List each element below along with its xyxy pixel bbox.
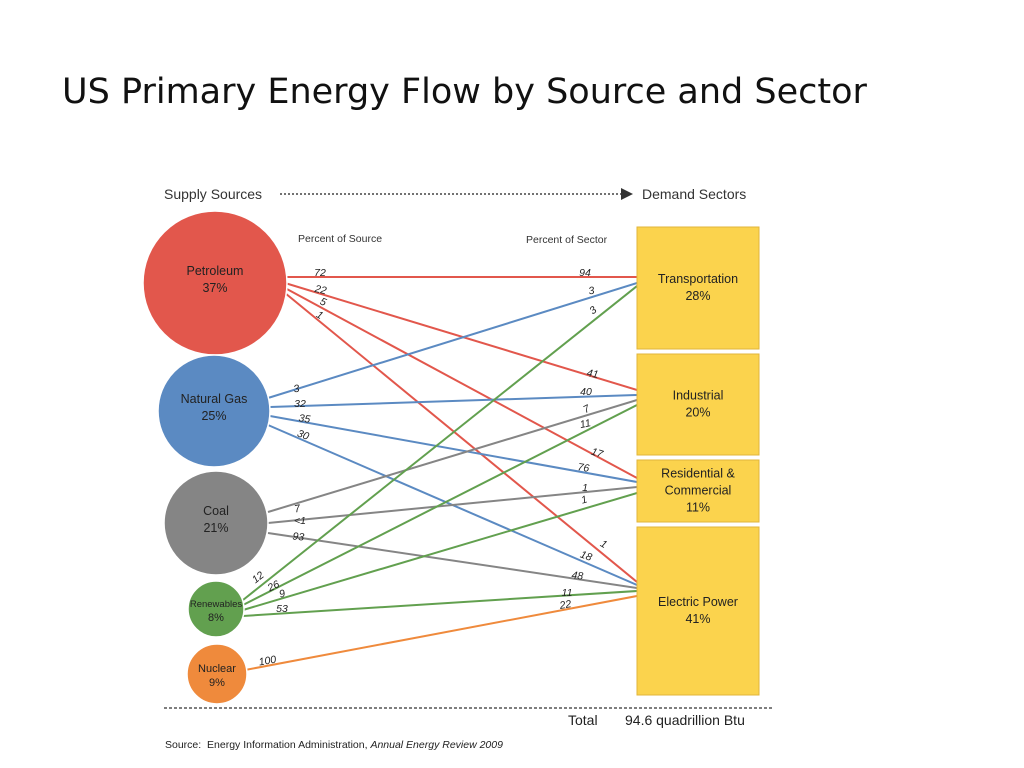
percent-of-source-label: Percent of Source [298,233,382,245]
source-circle-natural-gas [157,354,271,468]
flow-source-label-coal-to-electric-power: 93 [292,530,305,543]
flow-sector-label-renewables-to-industrial: 7 [581,402,593,416]
demand-sectors: Transportation 28% Industrial 20% Residentia… [636,226,760,696]
flow-sector-label-coal-to-electric-power: 48 [571,569,584,582]
source-circle-renewables [187,580,245,638]
flow-source-label-natural-gas-to-industrial: 32 [294,398,306,410]
flow-line-petroleum-to-industrial [284,282,638,391]
source-name-nuclear: Nuclear [198,663,236,675]
source-share-petroleum: 37% [202,281,227,295]
flow-source-label-renewables-to-electric-power: 53 [276,603,288,615]
sector-share-transportation: 28% [685,289,710,303]
total-value: 94.6 quadrillion Btu [625,712,745,728]
source-name-petroleum: Petroleum [187,264,244,278]
sector-name-electric-power: Electric Power [658,595,738,609]
flow-source-label-petroleum-to-electric-power: 1 [314,309,325,322]
sector-share-electric-power: 41% [685,612,710,626]
flow-source-label-natural-gas-to-electric-power: 30 [295,428,310,443]
flow-sector-label-natural-gas-to-industrial: 40 [580,386,592,398]
sector-name-transportation: Transportation [658,272,738,286]
flow-line-natural-gas-to-residential-commercial [269,415,638,483]
flow-sector-label-coal-to-industrial: 11 [579,417,592,431]
flow-sector-label-renewables-to-transportation: 3 [587,304,599,317]
flow-source-label-petroleum-to-industrial: 22 [313,283,328,297]
source-share-natural-gas: 25% [201,409,226,423]
flow-line-renewables-to-transportation [242,285,638,601]
supply-sources-heading: Supply Sources [164,186,262,202]
flow-sector-label-coal-to-residential-commercial: 1 [582,482,588,494]
flow-line-nuclear-to-electric-power [244,595,638,671]
slide-title: US Primary Energy Flow by Source and Sec… [62,72,867,112]
sector-name-residential-commercial: Residential & [661,467,735,481]
source-circle-coal [163,470,269,576]
flow-source-label-natural-gas-to-transportation: 3 [293,383,301,396]
sector-name-industrial: Industrial [673,389,724,403]
flow-sector-label-natural-gas-to-transportation: 3 [588,285,596,298]
supply-sources: Petroleum 37% Natural Gas 25% Coal 21% Renewab… [142,210,288,705]
flow-line-natural-gas-to-industrial [269,394,638,408]
demand-sectors-heading: Demand Sectors [642,186,746,202]
flow-source-label-petroleum-to-residential-commercial: 5 [318,296,328,309]
sector-share-residential-commercial: 11% [686,501,710,515]
flow-line-petroleum-to-electric-power [284,292,638,583]
source-note: Source: Energy Information Administratio… [165,739,503,751]
flow-line-natural-gas-to-transportation [267,282,638,399]
source-share-nuclear: 9% [209,677,225,689]
flow-source-label-coal-to-industrial: 7 [293,502,302,515]
flow-sector-label-nuclear-to-electric-power: 22 [558,598,573,612]
flow-line-petroleum-to-residential-commercial [284,287,638,479]
source-name-natural-gas: Natural Gas [181,392,248,406]
source-note-prefix: Source: Energy Information Administratio… [165,739,370,751]
flow-line-renewables-to-residential-commercial [242,492,638,611]
sector-box-residential-commercial [636,459,760,523]
sector-box-transportation [636,226,760,350]
flow-sector-label-petroleum-to-industrial: 41 [586,367,600,381]
flow-sector-label-natural-gas-to-residential-commercial: 76 [577,461,590,475]
flow-source-label-natural-gas-to-residential-commercial: 35 [298,412,311,426]
sector-box-industrial [636,353,760,456]
total-label: Total [568,712,598,728]
flow-line-renewables-to-electric-power [242,590,638,617]
source-name-coal: Coal [203,504,229,518]
flow-source-label-nuclear-to-electric-power: 100 [258,654,277,669]
flow-source-label-renewables-to-industrial: 26 [265,578,282,595]
flow-source-label-petroleum-to-transportation: 72 [314,267,326,279]
flow-line-coal-to-residential-commercial [267,486,638,524]
flow-line-renewables-to-industrial [242,404,638,606]
source-circle-nuclear [186,643,248,705]
flow-sector-label-renewables-to-residential-commercial: 1 [580,494,589,507]
source-name-renewables: Renewables [190,599,243,610]
flow-sector-label-petroleum-to-residential-commercial: 17 [590,446,606,461]
percent-of-sector-label: Percent of Sector [526,234,608,246]
flow-line-coal-to-electric-power [267,532,638,589]
flow-sector-label-natural-gas-to-electric-power: 18 [578,549,593,564]
flow-source-label-coal-to-residential-commercial: <1 [294,515,306,527]
flow-sector-label-renewables-to-electric-power: 11 [562,587,573,599]
sector-box-electric-power [636,526,760,696]
flow-lines [242,276,638,671]
flow-sector-label-petroleum-to-electric-power: 1 [598,538,609,551]
flow-source-label-renewables-to-residential-commercial: 9 [278,588,287,601]
sector-share-industrial: 20% [685,406,710,420]
source-note-title: Annual Energy Review 2009 [369,739,503,751]
flow-line-coal-to-industrial [267,399,638,513]
source-share-renewables: 8% [208,612,224,624]
flow-sector-label-petroleum-to-transportation: 94 [579,267,591,279]
sector-name-residential-commercial: Commercial [665,484,732,498]
source-share-coal: 21% [203,521,228,535]
